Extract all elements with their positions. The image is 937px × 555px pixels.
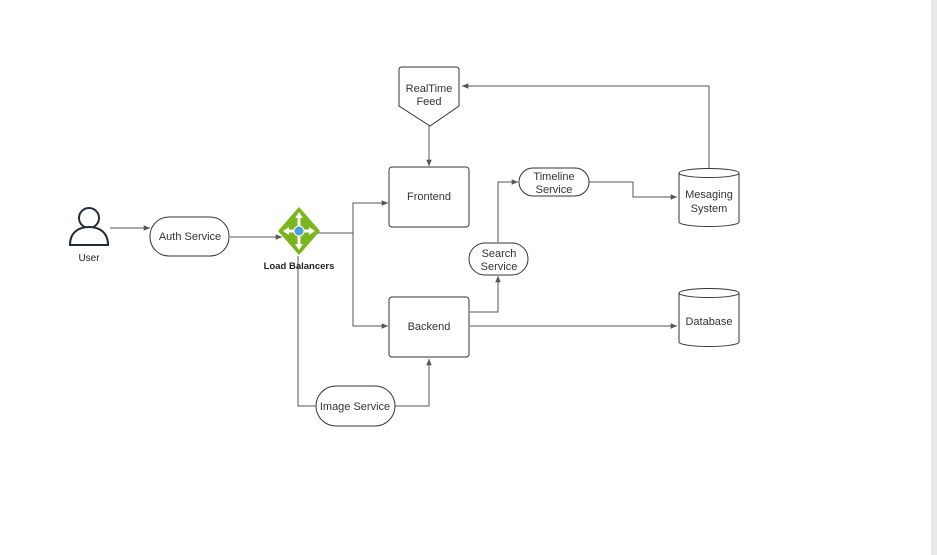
edge-search-to-timeline (497, 179, 518, 242)
image-service-shape (315, 385, 396, 427)
edge-messaging-to-realtime-feed (462, 83, 710, 168)
load-balancer-icon (278, 207, 320, 255)
search-service-shape (468, 242, 529, 276)
image-service-label: Image Service (320, 401, 390, 413)
database-shape (678, 288, 740, 347)
canvas-right-edge (931, 0, 937, 555)
image-service-node[interactable]: Image Service (315, 385, 396, 427)
edge-backend-to-search (470, 276, 501, 313)
edges (110, 83, 710, 407)
auth-service-node[interactable]: Auth Service (149, 216, 230, 257)
database-label: Database (685, 316, 732, 328)
backend-node[interactable]: Backend (388, 296, 470, 358)
realtime-feed-label-line1: RealTime (406, 83, 453, 95)
backend-shape (388, 296, 470, 358)
frontend-shape (388, 166, 470, 228)
search-service-label-line1: Search (482, 248, 517, 260)
realtime-feed-node[interactable]: RealTime Feed (398, 66, 460, 127)
frontend-node[interactable]: Frontend (388, 166, 470, 228)
timeline-service-node[interactable]: Timeline Service (518, 167, 590, 197)
messaging-system-node[interactable]: Mesaging System (678, 168, 740, 227)
edge-load-balancers-to-frontend (318, 200, 388, 234)
edge-load-balancers-to-image-service (297, 256, 316, 407)
edge-load-balancers-to-backend (352, 233, 388, 329)
edge-timeline-to-messaging (589, 181, 677, 200)
user-node[interactable]: User (68, 207, 110, 264)
frontend-label: Frontend (407, 191, 451, 203)
search-service-label-line2: Service (481, 261, 518, 273)
timeline-service-label-line1: Timeline (533, 171, 574, 183)
edge-image-service-to-backend (395, 359, 432, 407)
search-service-node[interactable]: Search Service (468, 242, 529, 276)
realtime-feed-label-line2: Feed (416, 96, 441, 108)
realtime-feed-shape (398, 66, 460, 127)
messaging-system-label-line2: System (691, 203, 728, 215)
messaging-system-shape (678, 168, 740, 227)
user-icon (68, 207, 110, 246)
load-balancers-node[interactable]: Load Balancers (264, 207, 335, 272)
backend-label: Backend (408, 321, 451, 333)
auth-service-label: Auth Service (159, 231, 221, 243)
timeline-service-label-line2: Service (536, 184, 573, 196)
timeline-service-shape (518, 167, 590, 197)
database-node[interactable]: Database (678, 288, 740, 347)
auth-service-shape (149, 216, 230, 257)
user-label: User (78, 253, 100, 264)
load-balancers-label: Load Balancers (264, 261, 335, 272)
messaging-system-label-line1: Mesaging (685, 189, 733, 201)
